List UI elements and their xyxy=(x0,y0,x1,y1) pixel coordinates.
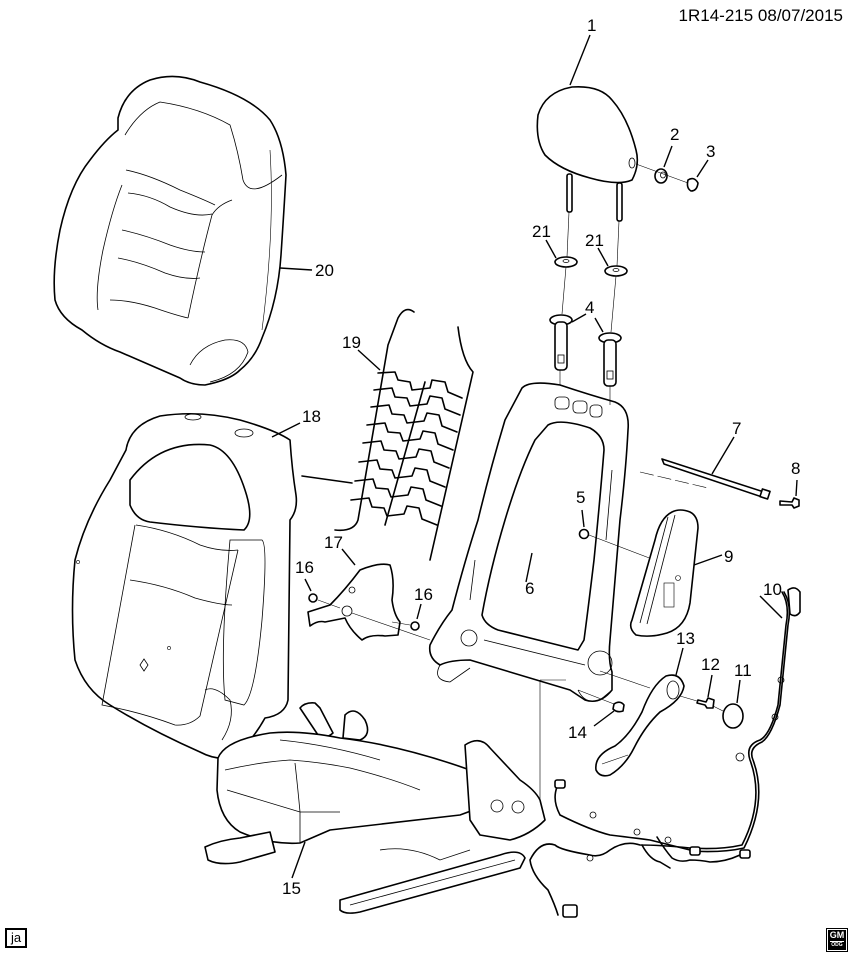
part-nut-5[interactable] xyxy=(578,528,590,540)
leader-14 xyxy=(593,710,615,727)
part-panel[interactable] xyxy=(307,563,401,641)
callout-18[interactable]: 18 xyxy=(302,407,321,426)
leader-6 xyxy=(525,552,533,583)
part-headrest-bushing[interactable] xyxy=(654,168,668,184)
callout-8[interactable]: 8 xyxy=(791,459,800,478)
part-suspension-spring-mat[interactable] xyxy=(301,308,474,561)
callout-20[interactable]: 20 xyxy=(315,261,334,280)
part-bolt-8[interactable] xyxy=(779,497,800,509)
callout-6[interactable]: 6 xyxy=(525,579,534,598)
leader-8 xyxy=(795,479,798,497)
part-rod[interactable] xyxy=(661,458,771,500)
part-recliner-handle[interactable] xyxy=(595,674,685,777)
part-headrest-guide-4b[interactable] xyxy=(598,332,622,387)
gm-logo-text: GM xyxy=(829,930,845,940)
leader-17 xyxy=(341,548,356,566)
part-cap[interactable] xyxy=(722,703,744,729)
leader-15 xyxy=(291,841,306,879)
part-seat-back-cover[interactable] xyxy=(53,75,287,386)
part-washer-21a[interactable] xyxy=(554,256,578,268)
callout-15[interactable]: 15 xyxy=(282,879,301,898)
leader-21a xyxy=(545,239,557,259)
illustration-header: 1R14-215 08/07/2015 xyxy=(678,6,843,25)
callout-3[interactable]: 3 xyxy=(706,142,715,161)
part-headrest-guide-4a[interactable] xyxy=(549,314,573,371)
part-nut-16b[interactable] xyxy=(410,621,420,631)
callout-10[interactable]: 10 xyxy=(763,580,782,599)
leader-9 xyxy=(693,554,723,566)
callout-12[interactable]: 12 xyxy=(701,655,720,674)
callout-1[interactable]: 1 xyxy=(587,16,596,35)
callout-5[interactable]: 5 xyxy=(576,488,585,507)
leader-2 xyxy=(663,145,673,168)
ja-badge: ja xyxy=(5,928,28,948)
callout-19[interactable]: 19 xyxy=(342,333,361,352)
leader-5 xyxy=(581,509,585,528)
leader-13 xyxy=(675,647,684,676)
leader-7 xyxy=(711,436,735,475)
leader-19 xyxy=(357,349,381,371)
callout-13[interactable]: 13 xyxy=(676,629,695,648)
part-seat-back-pad[interactable] xyxy=(71,412,298,760)
callout-14[interactable]: 14 xyxy=(568,723,587,742)
part-wiring-harness[interactable] xyxy=(529,587,801,918)
part-headrest[interactable] xyxy=(536,85,639,222)
leader-11 xyxy=(736,679,741,704)
leader-4a xyxy=(571,313,587,323)
leader-20 xyxy=(279,267,313,271)
gm-logo-subtext: ODG xyxy=(830,941,844,948)
callout-21a[interactable]: 21 xyxy=(532,222,551,241)
part-washer-21b[interactable] xyxy=(604,265,628,277)
callout-2[interactable]: 2 xyxy=(670,125,679,144)
callout-11[interactable]: 11 xyxy=(734,661,752,680)
callout-7[interactable]: 7 xyxy=(732,419,741,438)
callout-4[interactable]: 4 xyxy=(585,298,594,317)
part-seat-cushion-assembly[interactable] xyxy=(204,702,546,914)
part-seat-back-frame[interactable] xyxy=(428,382,630,703)
part-nut-16a[interactable] xyxy=(308,593,318,603)
part-headrest-clip[interactable] xyxy=(686,177,699,192)
spring-zigzags xyxy=(350,371,463,526)
leader-16b xyxy=(416,603,422,620)
leader-18 xyxy=(271,422,301,438)
callout-16b[interactable]: 16 xyxy=(414,585,433,604)
leader-10 xyxy=(759,595,783,619)
callout-16a[interactable]: 16 xyxy=(295,558,314,577)
callout-9[interactable]: 9 xyxy=(724,547,733,566)
leader-12 xyxy=(707,674,713,698)
part-bolt-12[interactable] xyxy=(696,697,715,709)
callout-17[interactable]: 17 xyxy=(324,533,343,552)
leader-3 xyxy=(696,159,709,178)
leader-1 xyxy=(569,34,591,86)
leader-4b xyxy=(594,317,604,333)
callout-21b[interactable]: 21 xyxy=(585,231,604,250)
leader-16a xyxy=(304,578,312,592)
part-bolt-14[interactable] xyxy=(612,701,625,713)
leader-21b xyxy=(597,247,609,267)
part-side-airbag-module[interactable] xyxy=(629,509,699,637)
